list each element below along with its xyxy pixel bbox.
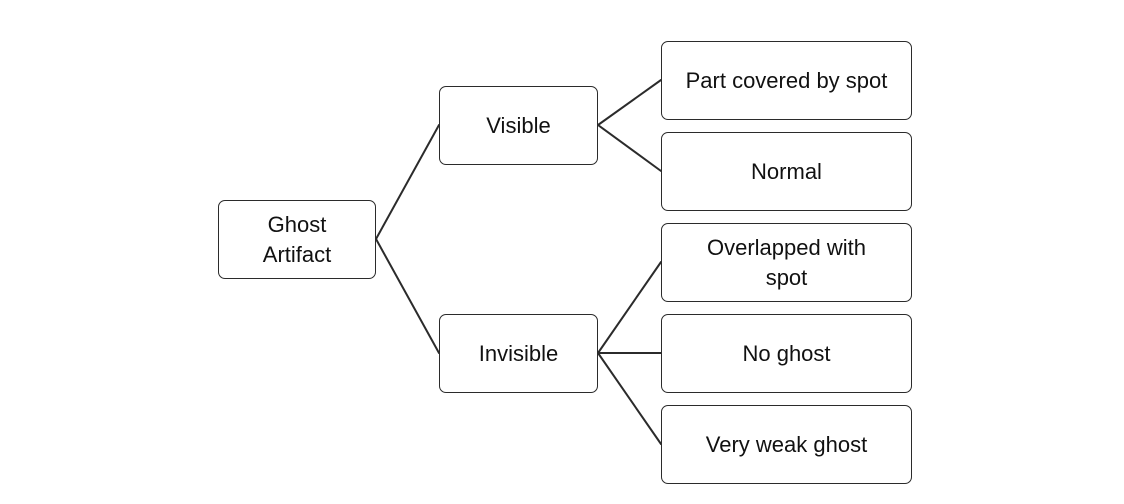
node-no-ghost: No ghost [661,314,912,393]
node-visible: Visible [439,86,598,165]
node-invisible: Invisible [439,314,598,393]
node-very-weak-ghost: Very weak ghost [661,405,912,484]
connector-invisible-leaf-3 [597,261,662,354]
connector-root-invisible [375,238,440,354]
connector-invisible-leaf-5 [597,352,662,445]
node-overlapped-with-spot: Overlapped with spot [661,223,912,302]
node-ghost-artifact: Ghost Artifact [218,200,376,279]
connector-visible-leaf-2 [597,124,662,172]
node-normal: Normal [661,132,912,211]
connector-root-visible [375,124,440,240]
node-part-covered-by-spot: Part covered by spot [661,41,912,120]
connector-visible-leaf-1 [597,79,662,126]
